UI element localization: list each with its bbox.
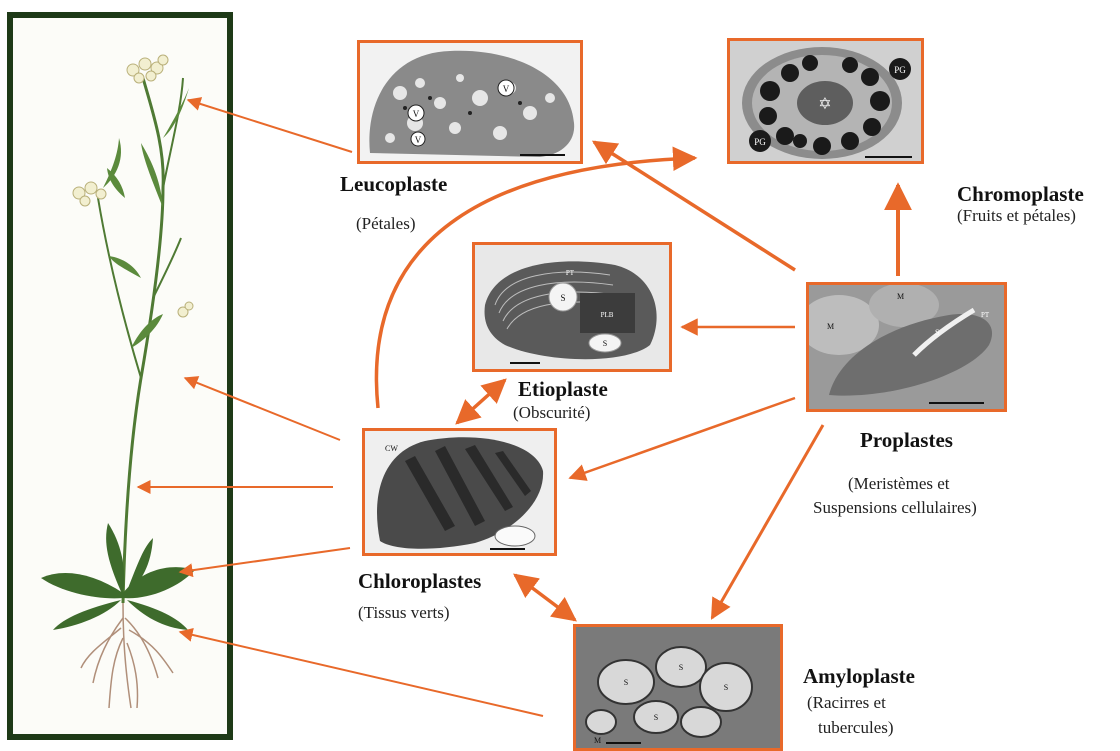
amyloplaste-title: Amyloplaste [803,664,915,689]
arrow-amyloplaste-to-plant-root [180,632,543,716]
amyloplaste-subtitle-line1: (Racirres et [807,692,886,714]
proplastes-subtitle-line2: Suspensions cellulaires) [813,497,977,519]
micro-label: V [503,84,510,94]
micro-label: PT [981,311,990,319]
arrow-etioplaste-chloroplastes [457,380,505,423]
arrow-chloroplastes-to-plant-upper [185,378,340,440]
proplastes-title: Proplastes [860,428,953,453]
micro-label: S [935,328,939,337]
etioplaste-micrograph: S S PT PLB [472,242,672,372]
micro-label: PG [894,65,906,75]
micro-label: M [827,322,834,331]
proplastes-subtitle-line1: (Meristèmes et [848,473,950,495]
chromoplaste-subtitle: (Fruits et pétales) [957,205,1076,227]
chloroplastes-subtitle: (Tissus verts) [358,602,449,624]
micro-label: PLB [601,311,614,319]
micro-label: PT [566,269,575,277]
arrow-proplastes-to-amyloplaste [712,425,823,618]
micro-label: S [724,683,728,692]
micro-label: CW [385,444,398,453]
arrow-chloroplastes-amyloplaste [515,575,575,620]
micro-label: V [413,109,420,119]
etioplaste-title: Etioplaste [518,377,608,402]
chloroplastes-micrograph: CW [362,428,557,556]
arrow-leucoplaste-to-plant [188,100,352,152]
micro-label: V [415,135,422,145]
chromoplaste-micrograph: ✡ PG PG [727,38,924,164]
micro-label: M [594,736,601,745]
proplastes-micrograph: M M S PT [806,282,1007,412]
leucoplaste-subtitle: (Pétales) [356,213,415,235]
micro-label: M [897,292,904,301]
micro-label: S [560,293,565,303]
amyloplaste-subtitle-line2: tubercules) [818,717,894,739]
micro-label: S [624,678,628,687]
etioplaste-subtitle: (Obscurité) [513,402,590,424]
leucoplaste-title: Leucoplaste [340,172,447,197]
micro-label: S [603,339,607,348]
amyloplaste-micrograph: S S S S M [573,624,783,751]
arrow-proplastes-to-chloroplastes [570,398,795,478]
chloroplastes-title: Chloroplastes [358,569,481,594]
arrow-chloroplastes-to-plant-lower [180,548,350,572]
leucoplaste-micrograph: V V V [357,40,583,164]
chromoplaste-title: Chromoplaste [957,182,1084,207]
svg-text:✡: ✡ [818,96,831,113]
micro-label: PG [754,137,766,147]
micro-label: S [679,663,683,672]
micro-label: S [654,713,658,722]
